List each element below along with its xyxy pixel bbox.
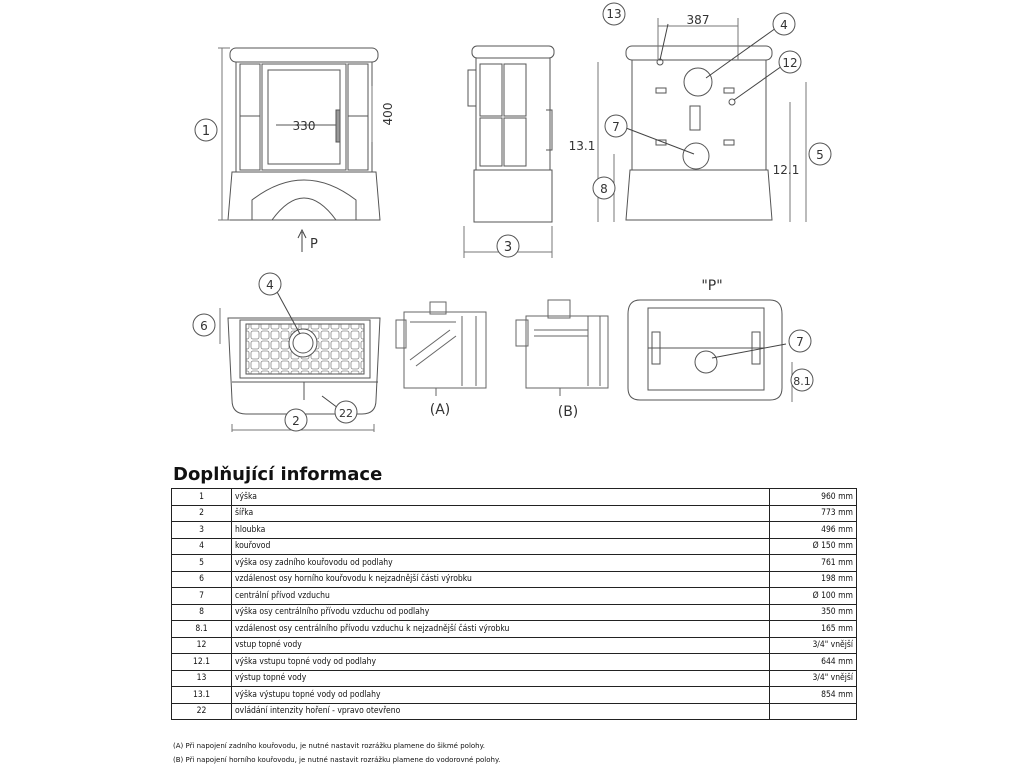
row-number: 2: [171, 504, 232, 522]
top-callout-22: 22: [339, 407, 353, 420]
row-number: 4: [171, 537, 232, 555]
row-value: 496 mm: [769, 521, 857, 539]
section-a-view: [395, 301, 487, 396]
row-number: 12: [171, 636, 232, 654]
row-description: výška osy centrálního přívodu vzduchu od…: [231, 603, 770, 621]
bottom-callout-8-1: 8.1: [793, 375, 811, 388]
row-value: 198 mm: [769, 570, 857, 588]
row-description: výstup topné vody: [231, 669, 770, 687]
top-callout-4: 4: [266, 278, 274, 292]
row-value: 761 mm: [769, 554, 857, 572]
bottom-view-label-p: "P": [701, 278, 722, 294]
row-description: kouřovod: [231, 537, 770, 555]
top-callout-6: 6: [200, 319, 208, 333]
front-view-arrow-p: P: [310, 237, 318, 252]
footnote-b: (B) Při napojení horního kouřovodu, je n…: [173, 756, 501, 764]
row-value: 854 mm: [769, 686, 857, 704]
row-value: [769, 702, 857, 720]
row-description: hloubka: [231, 521, 770, 539]
row-value: 3/4" vnější: [769, 636, 857, 654]
row-value: 165 mm: [769, 620, 857, 638]
row-value: 350 mm: [769, 603, 857, 621]
row-value: 960 mm: [769, 488, 857, 506]
row-description: vstup topné vody: [231, 636, 770, 654]
front-callout-1: 1: [202, 124, 210, 139]
front-view: [194, 47, 381, 252]
back-dim-12-1: 12.1: [773, 163, 800, 177]
row-description: šířka: [231, 504, 770, 522]
footnotes: (A) Při napojení zadního kouřovodu, je n…: [173, 739, 500, 767]
row-value: Ø 100 mm: [769, 587, 857, 605]
row-description: výška vstupu topné vody od podlahy: [231, 653, 770, 671]
back-dim-387: 387: [687, 13, 710, 27]
back-callout-12: 12: [782, 56, 797, 70]
back-callout-4: 4: [780, 18, 788, 32]
row-number: 13.1: [171, 686, 232, 704]
row-number: 6: [171, 570, 232, 588]
row-number: 3: [171, 521, 232, 539]
technical-drawing: 1 330 400 P 3: [192, 2, 832, 432]
row-value: 3/4" vnější: [769, 669, 857, 687]
row-number: 7: [171, 587, 232, 605]
bottom-callout-7: 7: [796, 335, 804, 349]
row-description: centrální přívod vzduchu: [231, 587, 770, 605]
section-b-label: (B): [558, 404, 579, 420]
row-value: 644 mm: [769, 653, 857, 671]
top-view: [192, 272, 381, 432]
row-number: 22: [171, 702, 232, 720]
row-description: výška výstupu topné vody od podlahy: [231, 686, 770, 704]
front-dim-330: 330: [293, 119, 316, 133]
row-number: 8.1: [171, 620, 232, 638]
back-callout-5: 5: [816, 148, 824, 162]
row-description: vzdálenost osy horního kouřovodu k nejza…: [231, 570, 770, 588]
back-view: [592, 2, 832, 222]
row-number: 12.1: [171, 653, 232, 671]
row-value: Ø 150 mm: [769, 537, 857, 555]
footnote-a: (A) Při napojení zadního kouřovodu, je n…: [173, 742, 485, 750]
side-callout-3: 3: [504, 240, 512, 255]
row-description: vzdálenost osy centrálního přívodu vzduc…: [231, 620, 770, 638]
row-value: 773 mm: [769, 504, 857, 522]
section-b-view: [515, 299, 609, 396]
row-description: ovládání intenzity hoření - vpravo otevř…: [231, 702, 770, 720]
bottom-view: [627, 299, 814, 402]
front-dim-400: 400: [381, 103, 395, 126]
row-description: výška: [231, 488, 770, 506]
top-callout-2: 2: [292, 414, 300, 428]
row-description: výška osy zadního kouřovodu od podlahy: [231, 554, 770, 572]
section-a-label: (A): [430, 402, 451, 418]
back-dim-13-1: 13.1: [569, 139, 596, 153]
back-callout-8: 8: [600, 182, 608, 196]
info-title: Doplňující informace: [173, 464, 383, 485]
row-number: 1: [171, 488, 232, 506]
row-number: 8: [171, 603, 232, 621]
side-view: [463, 45, 555, 258]
back-callout-7: 7: [612, 120, 620, 134]
row-number: 13: [171, 669, 232, 687]
back-callout-13: 13: [606, 7, 621, 21]
row-number: 5: [171, 554, 232, 572]
